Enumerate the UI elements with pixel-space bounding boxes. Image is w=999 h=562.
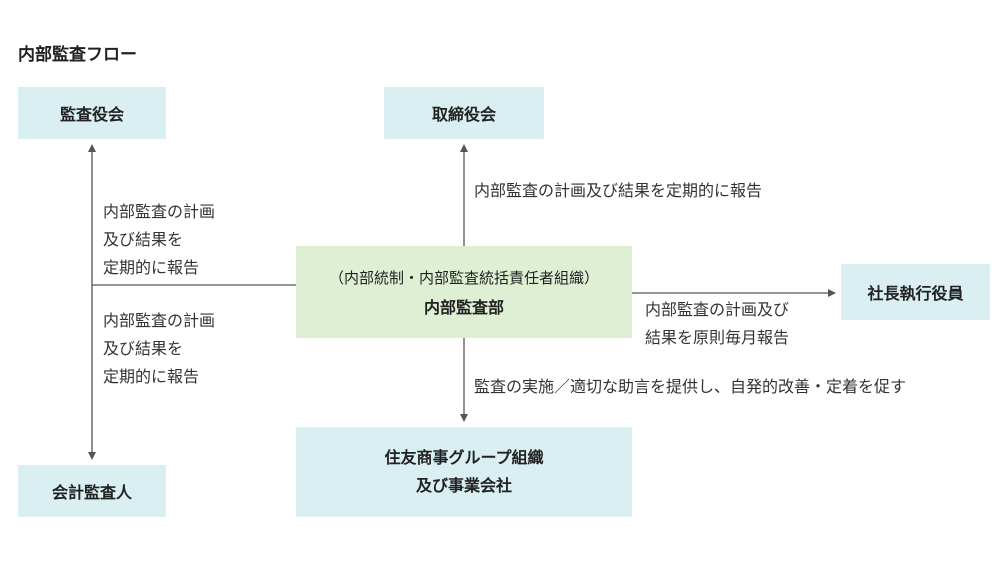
page-title: 内部監査フロー [18,45,137,65]
label-to-board: 内部監査の計画及び結果を定期的に報告 [474,181,763,200]
label-line: 及び結果を [103,339,184,358]
label-line: 定期的に報告 [103,258,200,277]
label-line: 定期的に報告 [103,367,200,386]
label-line: 及び結果を [103,230,184,249]
executives-box: 社長執行役員 [841,264,990,320]
board-of-directors-box: 取締役会 [384,87,544,139]
label-line: 結果を原則毎月報告 [645,328,790,347]
group-companies-box: 住友商事グループ組織 及び事業会社 [296,427,632,517]
audit-board-box: 監査役会 [18,87,166,139]
internal-audit-label: 内部監査部 [423,297,504,317]
label-line: 内部監査の計画 [103,311,216,330]
accounting-auditor-label: 会計監査人 [51,483,132,502]
label-line: 内部監査の計画 [103,202,216,221]
label-to-group: 監査の実施／適切な助言を提供し、自発的改善・定着を促す [474,377,907,396]
board-of-directors-label: 取締役会 [431,105,496,124]
audit-board-label: 監査役会 [59,105,124,124]
accounting-auditor-box: 会計監査人 [18,465,166,517]
label-to-executives: 内部監査の計画及び 結果を原則毎月報告 [645,296,789,352]
executives-label: 社長執行役員 [867,284,964,303]
group-companies-label-line2: 及び事業会社 [415,476,512,495]
label-to-accounting-auditor: 内部監査の計画 及び結果を 定期的に報告 [103,307,215,391]
group-companies-label-line1: 住友商事グループ組織 [384,448,544,467]
internal-audit-box: （内部統制・内部監査統括責任者組織） 内部監査部 [296,246,632,338]
label-line: 内部監査の計画及び [645,300,790,319]
label-to-audit-board: 内部監査の計画 及び結果を 定期的に報告 [103,198,215,282]
internal-audit-sublabel: （内部統制・内部監査統括責任者組織） [328,268,599,287]
